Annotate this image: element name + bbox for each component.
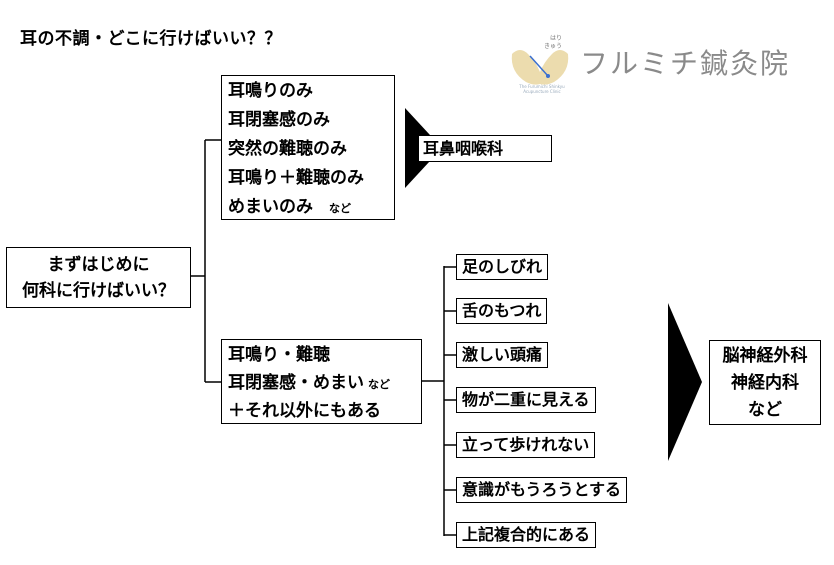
start-line-1: まずはじめに	[47, 255, 150, 275]
symptom-box: 足のしびれ	[456, 254, 549, 280]
symptom-box: 意識がもうろうとする	[456, 477, 628, 503]
symptom-box: 激しい頭痛	[456, 342, 549, 368]
svg-text:きゅう: きゅう	[544, 43, 562, 50]
group1-line-5-text: めまいのみ	[228, 197, 313, 217]
group1-line-5: めまいのみ など	[228, 194, 394, 223]
symptom-box: 立って歩けれない	[456, 432, 596, 458]
group1-line-2: 耳閉塞感のみ	[228, 110, 330, 130]
symptom-box: 舌のもつれ	[456, 298, 548, 324]
start-box: まずはじめに 何科に行けばいい？	[6, 247, 191, 308]
clinic-name: フルミチ鍼灸院	[580, 47, 791, 80]
combined-symptoms-box: 耳鳴り・難聴 耳閉塞感・めまいなど ＋それ以外にもある	[221, 339, 422, 424]
group1-line-1: 耳鳴りのみ	[228, 81, 313, 101]
arrow-to-neuro	[668, 303, 702, 461]
clinic-logo-icon: はり きゅう	[508, 32, 572, 102]
group2-line-3: ＋それ以外にもある	[228, 401, 381, 421]
ear-only-symptoms-box: 耳鳴りのみ 耳閉塞感のみ 突然の難聴のみ 耳鳴り＋難聴のみ めまいのみ など	[221, 75, 395, 220]
ent-destination-box: 耳鼻咽喉科	[418, 135, 552, 162]
symptom-box: 物が二重に見える	[456, 387, 596, 413]
group1-line-4: 耳鳴り＋難聴のみ	[228, 168, 364, 188]
neuro-line-1: 脳神経外科	[722, 346, 808, 366]
group1-line-3: 突然の難聴のみ	[228, 139, 347, 159]
neuro-line-2: 神経内科	[731, 373, 799, 393]
group1-suffix: など	[329, 202, 351, 215]
symptom-box: 上記複合的にある	[456, 522, 597, 548]
svg-text:はり: はり	[550, 35, 562, 42]
page-title: 耳の不調・どこに行けばいい？？	[20, 29, 282, 49]
group2-line-2: 耳閉塞感・めまいなど	[228, 370, 421, 398]
start-line-2: 何科に行けばいい？	[22, 281, 175, 301]
group2-suffix: など	[368, 378, 390, 391]
logo-fine-print: The Furumichi Shinkyu Acupuncture Clinic	[519, 84, 565, 94]
neuro-line-3: など	[748, 400, 782, 420]
neuro-destination-box: 脳神経外科 神経内科 など	[709, 340, 821, 425]
group2-line-2-text: 耳閉塞感・めまい	[228, 373, 364, 393]
group2-line-1: 耳鳴り・難聴	[228, 345, 330, 365]
